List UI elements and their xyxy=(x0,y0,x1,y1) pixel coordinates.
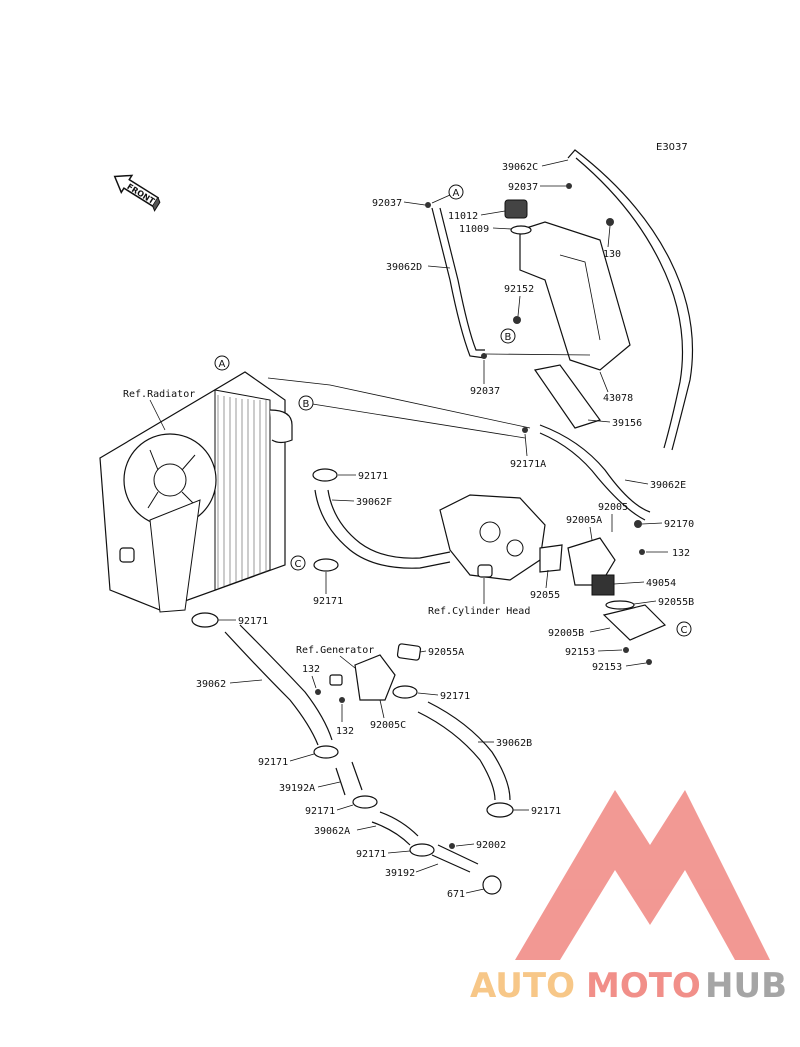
connection-lines xyxy=(267,353,591,439)
callout-a-radiator: A xyxy=(214,355,230,371)
label-671: 671 xyxy=(447,889,465,900)
svg-text:C: C xyxy=(295,559,302,570)
label-132-gen-top: 132 xyxy=(302,664,320,675)
hose-clamps xyxy=(191,468,514,895)
hoses xyxy=(224,149,694,873)
label-11012: 11012 xyxy=(448,211,478,222)
label-92171-gen: 92171 xyxy=(440,691,470,702)
label-92170: 92170 xyxy=(664,519,694,530)
callout-b-radiator: B xyxy=(298,395,314,411)
watermark-triangle-icon xyxy=(515,790,770,960)
svg-text:B: B xyxy=(303,399,310,410)
ref-radiator: Ref.Radiator xyxy=(123,389,195,400)
label-39062D: 39062D xyxy=(386,262,422,273)
front-arrow-icon: FRONT xyxy=(113,174,161,212)
radiator-assembly xyxy=(99,371,293,613)
label-92005C: 92005C xyxy=(370,720,406,731)
label-132-right: 132 xyxy=(672,548,690,559)
label-39156: 39156 xyxy=(612,418,642,429)
reservoir-cap-icon xyxy=(504,199,528,219)
watermark-moto: MOTO xyxy=(586,966,701,1006)
part-labels: 39062C 92037 92037 11012 11009 130 39062… xyxy=(196,159,694,900)
label-92005: 92005 xyxy=(598,502,628,513)
label-39062: 39062 xyxy=(196,679,226,690)
label-92002: 92002 xyxy=(476,840,506,851)
label-92055A: 92055A xyxy=(428,647,464,658)
cylinder-head xyxy=(439,494,546,581)
callout-c-left: C xyxy=(290,555,306,571)
label-92171-l1: 92171 xyxy=(258,757,288,768)
label-39062B: 39062B xyxy=(496,738,532,749)
label-39062C: 39062C xyxy=(502,162,538,173)
thermostat-icon xyxy=(591,574,615,596)
reservoir-tank xyxy=(504,199,631,429)
label-92152: 92152 xyxy=(504,284,534,295)
label-92153-b: 92153 xyxy=(592,662,622,673)
label-39192: 39192 xyxy=(385,868,415,879)
watermark-hub: HUB xyxy=(705,966,787,1006)
label-92171A: 92171A xyxy=(510,459,546,470)
label-39192A: 39192A xyxy=(279,783,315,794)
label-130: 130 xyxy=(603,249,621,260)
label-92153-a: 92153 xyxy=(565,647,595,658)
label-11009: 11009 xyxy=(459,224,489,235)
label-132-gen-bottom: 132 xyxy=(336,726,354,737)
label-43078: 43078 xyxy=(603,393,633,404)
label-92171-radiator: 92171 xyxy=(238,616,268,627)
label-92037-bottom: 92037 xyxy=(470,386,500,397)
callout-a-top: A xyxy=(448,184,464,200)
watermark-auto: AUTO xyxy=(470,966,575,1006)
watermark-wordmark: AUTO MOTO HUB xyxy=(470,966,787,1006)
label-39062F: 39062F xyxy=(356,497,392,508)
svg-text:A: A xyxy=(453,188,460,199)
label-92037-left: 92037 xyxy=(372,198,402,209)
ref-cylinder-head: Ref.Cylinder Head xyxy=(428,606,530,617)
label-92005A: 92005A xyxy=(566,515,602,526)
watermark-logo xyxy=(515,790,770,960)
callout-c-right: C xyxy=(676,621,692,637)
label-92005B: 92005B xyxy=(548,628,584,639)
label-92055B: 92055B xyxy=(658,597,694,608)
ref-generator: Ref.Generator xyxy=(296,645,374,656)
bolts xyxy=(315,183,652,849)
diagram-code: E3037 xyxy=(656,142,688,153)
label-49054: 49054 xyxy=(646,578,676,589)
svg-text:C: C xyxy=(681,625,688,636)
thermostat-housing xyxy=(539,537,667,641)
callout-b-tank: B xyxy=(500,328,516,344)
label-39062A: 39062A xyxy=(314,826,350,837)
label-92171-l3: 92171 xyxy=(356,849,386,860)
label-92171-b: 92171 xyxy=(531,806,561,817)
label-92171-l2: 92171 xyxy=(305,806,335,817)
generator-outlet xyxy=(329,643,422,701)
label-39062E: 39062E xyxy=(650,480,686,491)
svg-text:B: B xyxy=(505,332,512,343)
svg-text:A: A xyxy=(219,359,226,370)
label-92037-top: 92037 xyxy=(508,182,538,193)
label-92171-upper: 92171 xyxy=(358,471,388,482)
label-92171-c: 92171 xyxy=(313,596,343,607)
label-92055: 92055 xyxy=(530,590,560,601)
